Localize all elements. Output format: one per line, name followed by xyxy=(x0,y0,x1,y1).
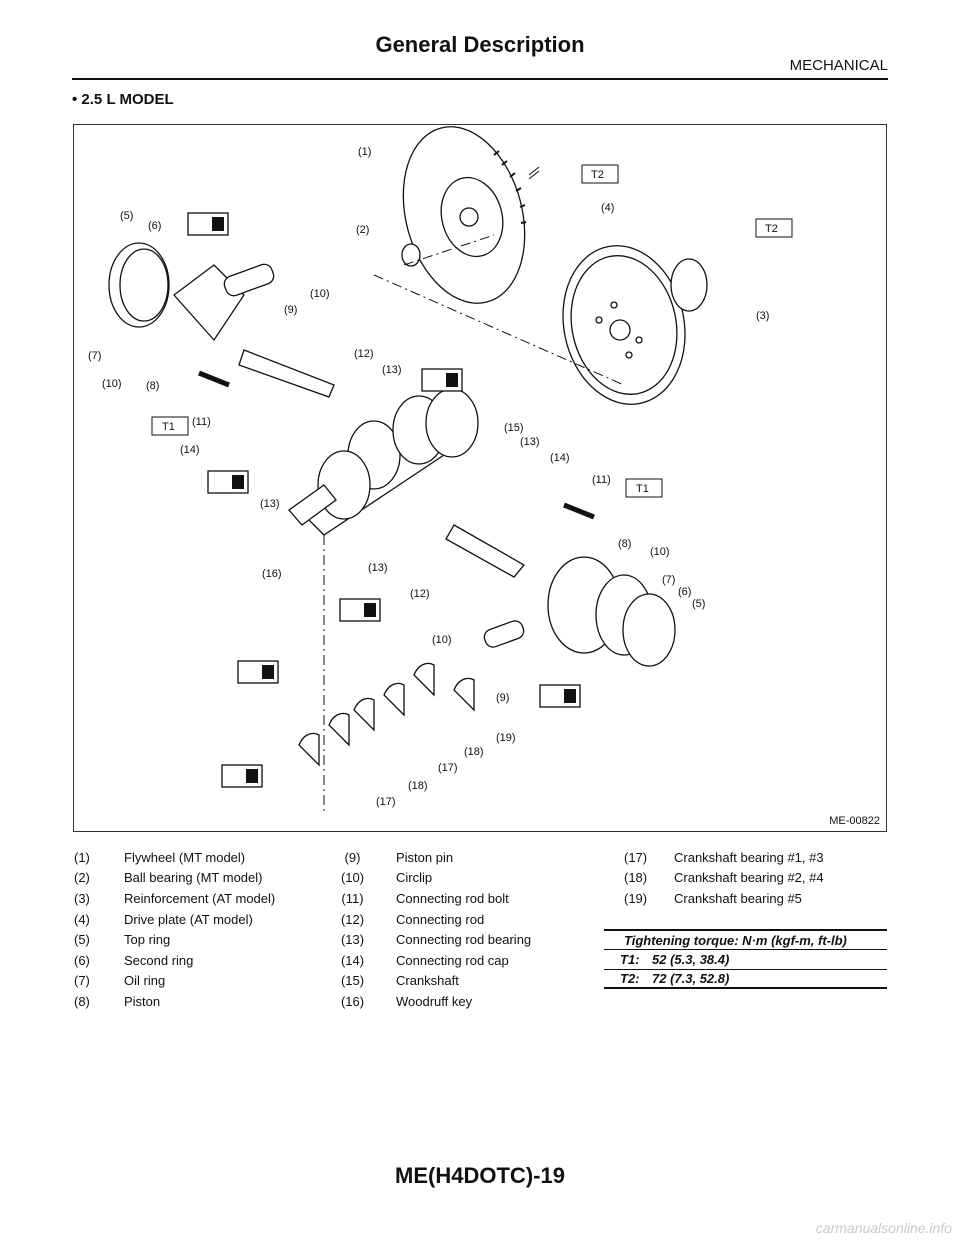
legend-row: (15)Crankshaft xyxy=(340,973,459,989)
torque-heading: Tightening torque: N·m (kgf-m, ft-lb) xyxy=(604,929,887,949)
crankshaft-assembly-drawing: T2 T2 T1 T1 (1) (2) (3) (4) (5) (6) (7) … xyxy=(88,126,793,815)
legend-row: (3)Reinforcement (AT model) xyxy=(74,890,276,906)
svg-text:(7): (7) xyxy=(88,350,101,362)
legend-row: (14)Connecting rod cap xyxy=(340,952,509,968)
svg-text:(13): (13) xyxy=(382,364,402,376)
svg-text:(11): (11) xyxy=(192,416,211,428)
legend-row: (9)Piston pin xyxy=(344,849,454,865)
legend-row: (2)Ball bearing (MT model) xyxy=(74,870,263,886)
svg-text:(9): (9) xyxy=(284,304,297,316)
legend-row: (18)Crankshaft bearing #2, #4 xyxy=(624,870,824,886)
oil-symbols xyxy=(187,212,581,788)
svg-text:(13): (13) xyxy=(520,436,540,448)
svg-text:(1): (1) xyxy=(358,146,371,158)
legend-row: (4)Drive plate (AT model) xyxy=(74,911,253,927)
piston-right-part xyxy=(483,556,676,667)
svg-text:(14): (14) xyxy=(180,444,200,456)
svg-text:(13): (13) xyxy=(368,562,388,574)
svg-text:(10): (10) xyxy=(102,378,122,390)
legend-row: (8)Piston xyxy=(74,993,161,1009)
legend-row: (11)Connecting rod bolt xyxy=(341,890,509,906)
svg-text:(18): (18) xyxy=(464,746,484,758)
legend-row: (16)Woodruff key xyxy=(340,993,473,1009)
svg-text:(16): (16) xyxy=(262,568,282,580)
crankshaft-part xyxy=(288,388,479,536)
flywheel-part xyxy=(402,126,540,304)
svg-text:(10): (10) xyxy=(432,634,452,646)
legend-col-3: (17)Crankshaft bearing #1, #3 (18)Cranks… xyxy=(624,847,824,909)
piston-left-part xyxy=(108,242,275,342)
legend-row: (7)Oil ring xyxy=(74,973,166,989)
svg-text:(19): (19) xyxy=(496,732,516,744)
svg-text:(14): (14) xyxy=(550,452,570,464)
svg-text:(9): (9) xyxy=(496,692,509,704)
svg-text:(7): (7) xyxy=(662,574,675,586)
legend-row: (1)Flywheel (MT model) xyxy=(74,849,246,865)
drive-plate-part xyxy=(562,245,686,405)
svg-text:T1: T1 xyxy=(162,421,175,433)
figure-id: ME-00822 xyxy=(829,815,880,827)
svg-text:(15): (15) xyxy=(504,422,524,434)
torque-row: T1:52 (5.3, 38.4) xyxy=(604,949,887,969)
legend-row: (13)Connecting rod bearing xyxy=(340,932,532,948)
svg-text:(17): (17) xyxy=(376,796,396,808)
section-name: MECHANICAL xyxy=(789,57,888,74)
reinforcement-part xyxy=(670,258,708,312)
legend-row: (17)Crankshaft bearing #1, #3 xyxy=(624,849,824,865)
callout-labels: (1) (2) (3) (4) (5) (6) (7) (8) (9) (10)… xyxy=(88,146,769,808)
legend-row: (5)Top ring xyxy=(74,932,171,948)
svg-text:(8): (8) xyxy=(146,380,159,392)
svg-text:(6): (6) xyxy=(678,586,691,598)
exploded-diagram: T2 T2 T1 T1 (1) (2) (3) (4) (5) (6) (7) … xyxy=(73,124,887,832)
svg-text:(5): (5) xyxy=(120,210,133,222)
torque-table: Tightening torque: N·m (kgf-m, ft-lb) T1… xyxy=(604,929,887,989)
legend-row: (10)Circlip xyxy=(340,870,433,886)
svg-text:(10): (10) xyxy=(310,288,330,300)
svg-text:(8): (8) xyxy=(618,538,631,550)
svg-text:(5): (5) xyxy=(692,598,705,610)
legend-col-1: (1)Flywheel (MT model) (2)Ball bearing (… xyxy=(74,847,275,1012)
svg-text:(11): (11) xyxy=(592,474,611,486)
svg-text:(4): (4) xyxy=(601,202,614,214)
page-number: ME(H4DOTC)-19 xyxy=(395,1163,565,1188)
header-rule xyxy=(72,78,888,80)
svg-text:T2: T2 xyxy=(591,169,604,181)
crankshaft-bearings xyxy=(298,662,475,767)
connecting-rod-lower xyxy=(445,524,525,578)
torque-row: T2:72 (7.3, 52.8) xyxy=(604,969,887,989)
legend-row: (12)Connecting rod xyxy=(340,911,485,927)
svg-text:(17): (17) xyxy=(438,762,458,774)
legend-row: (6)Second ring xyxy=(74,952,194,968)
svg-text:T1: T1 xyxy=(636,483,649,495)
watermark: carmanualsonline.info xyxy=(815,1220,952,1236)
ball-bearing-part xyxy=(401,243,421,267)
model-subheading: • 2.5 L MODEL xyxy=(72,91,174,108)
svg-text:(12): (12) xyxy=(410,588,430,600)
svg-text:(18): (18) xyxy=(408,780,428,792)
svg-text:(12): (12) xyxy=(354,348,374,360)
torque-tags: T2 T2 T1 T1 xyxy=(151,164,793,498)
legend-col-2: (9)Piston pin (10)Circlip (11)Connecting… xyxy=(324,847,531,1012)
svg-text:(2): (2) xyxy=(356,224,369,236)
svg-text:(3): (3) xyxy=(756,310,769,322)
svg-text:(13): (13) xyxy=(260,498,280,510)
connecting-rod-upper xyxy=(238,349,335,398)
page-title: General Description xyxy=(375,32,585,57)
legend-row: (19)Crankshaft bearing #5 xyxy=(624,890,802,906)
svg-text:(6): (6) xyxy=(148,220,161,232)
svg-text:(10): (10) xyxy=(650,546,670,558)
svg-text:T2: T2 xyxy=(765,223,778,235)
